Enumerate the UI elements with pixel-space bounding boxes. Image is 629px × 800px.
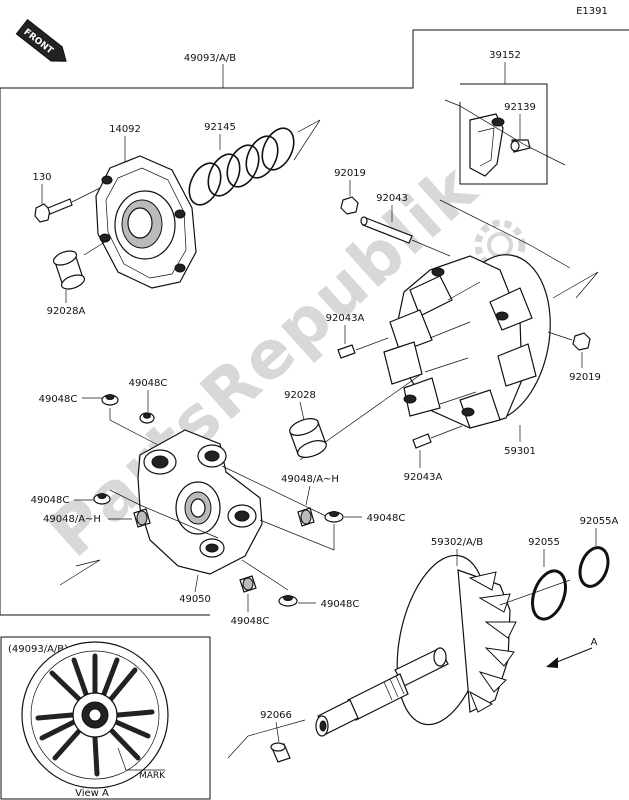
axis-92043a-upper bbox=[355, 337, 389, 351]
slider-49048ah-right-part bbox=[297, 507, 315, 527]
roller-weight-part bbox=[469, 113, 531, 177]
leader-49048ah-right bbox=[305, 485, 311, 506]
label-14092: 14092 bbox=[109, 124, 141, 135]
o-ring-92055a-part bbox=[578, 546, 610, 588]
view-a-title: (49093/A/B) bbox=[8, 644, 68, 655]
label-39152: 39152 bbox=[489, 50, 521, 61]
plug-92066-part bbox=[270, 742, 291, 763]
axis-49048c-f bbox=[241, 559, 289, 591]
label-92043a-upper: 92043A bbox=[326, 313, 365, 324]
label-49048c-b: 49048C bbox=[129, 378, 168, 389]
kit-box-39152 bbox=[459, 83, 548, 185]
movable-sheave-part bbox=[383, 254, 551, 429]
cap-49048c-a-part bbox=[101, 394, 119, 406]
bolt-130-part bbox=[34, 187, 101, 223]
leader-49050 bbox=[194, 574, 199, 593]
view-a-inset bbox=[0, 636, 211, 800]
label-92043: 92043 bbox=[376, 193, 408, 204]
leader-92028 bbox=[299, 401, 305, 421]
label-59301: 59301 bbox=[504, 446, 536, 457]
label-92055: 92055 bbox=[528, 537, 560, 548]
bushing-92028a-part bbox=[52, 239, 109, 290]
o-ring-92055-part bbox=[531, 569, 567, 621]
cap-49048c-d-part bbox=[93, 493, 111, 505]
axis-arrow-spider bbox=[59, 559, 101, 586]
axis-arrow-shaft bbox=[227, 719, 306, 759]
bushing-92028-part bbox=[289, 418, 327, 458]
bracket-upper-left bbox=[109, 408, 161, 447]
axis-92043a-lower bbox=[430, 425, 463, 439]
label-92028: 92028 bbox=[284, 390, 316, 401]
label-49093: 49093/A/B bbox=[184, 53, 236, 64]
nut-92019-top-part bbox=[340, 196, 359, 215]
label-49050: 49050 bbox=[179, 594, 211, 605]
diagram-code: E1391 bbox=[576, 6, 608, 17]
label-49048c-c: 49048C bbox=[367, 513, 406, 524]
axis-arrow-sheave bbox=[552, 271, 599, 299]
label-49048c-d: 49048C bbox=[31, 495, 70, 506]
label-92139: 92139 bbox=[504, 102, 536, 113]
axis-92019-right bbox=[547, 331, 573, 341]
axis-49048ah-right bbox=[221, 465, 331, 519]
front-direction-badge: FRONT bbox=[15, 18, 67, 62]
label-92019-top: 92019 bbox=[334, 168, 366, 179]
sheave-face-view bbox=[21, 641, 169, 789]
label-92019-right: 92019 bbox=[569, 372, 601, 383]
label-view-arrow: A bbox=[591, 637, 598, 648]
cap-49048c-f-part bbox=[278, 595, 298, 607]
assembly-frame bbox=[0, 29, 629, 616]
cap-49048c-c-part bbox=[324, 511, 344, 523]
leader-kit-a bbox=[444, 99, 566, 166]
slider-49048ah-left-part bbox=[133, 508, 151, 528]
pin-92043a-upper-part bbox=[337, 344, 356, 359]
leader-mark bbox=[117, 747, 165, 771]
label-49048c-a: 49048C bbox=[39, 394, 78, 405]
slider-49048c-e-part bbox=[239, 575, 257, 593]
cover-plate-part bbox=[95, 155, 197, 289]
label-49048ah-right: 49048/A~H bbox=[281, 474, 339, 485]
label-130: 130 bbox=[32, 172, 51, 183]
pin-92043a-lower-part bbox=[412, 433, 432, 449]
label-92043a-lower: 92043A bbox=[404, 472, 443, 483]
label-49048c-e: 49048C bbox=[231, 616, 270, 627]
view-a-arrow-icon bbox=[546, 647, 593, 668]
label-59302: 59302/A/B bbox=[431, 537, 483, 548]
cap-49048c-b-part bbox=[139, 412, 155, 424]
spider-49050-part bbox=[137, 429, 263, 575]
bracket-lower-left bbox=[109, 489, 219, 539]
leader-kit-b bbox=[439, 199, 571, 269]
leader-92066 bbox=[275, 721, 280, 743]
spring-part bbox=[188, 127, 295, 206]
fixed-sheave-part bbox=[315, 554, 517, 737]
bracket-right bbox=[259, 519, 335, 551]
label-92145: 92145 bbox=[204, 122, 236, 133]
label-mark: MARK bbox=[139, 771, 166, 781]
nut-92019-right-part bbox=[572, 332, 591, 351]
label-49048ah-left: 49048/A~H bbox=[43, 514, 101, 525]
label-49048c-f: 49048C bbox=[321, 599, 360, 610]
axis-arrow-spring bbox=[293, 119, 321, 161]
view-a-caption: View A bbox=[75, 788, 109, 799]
label-92028a: 92028A bbox=[47, 306, 86, 317]
label-92055a: 92055A bbox=[580, 516, 619, 527]
pin-92043-part bbox=[360, 216, 451, 257]
label-92066: 92066 bbox=[260, 710, 292, 721]
